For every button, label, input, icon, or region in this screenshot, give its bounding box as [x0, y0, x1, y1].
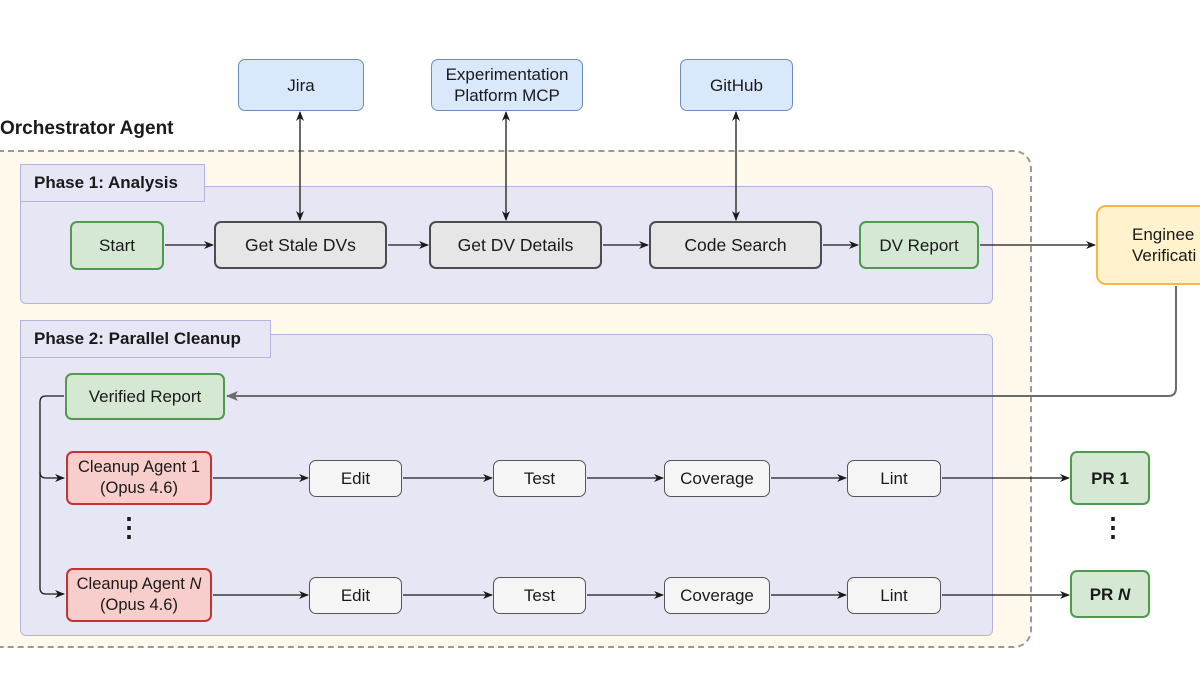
- dv-report-node: DV Report: [859, 221, 979, 269]
- experimentation-label-line2: Platform MCP: [454, 86, 560, 105]
- test-step-row1: Test: [493, 460, 586, 497]
- pr-1-prefix: PR: [1091, 468, 1120, 488]
- verified-fanout-line: [39, 395, 65, 598]
- get-dv-details-node: Get DV Details: [429, 221, 602, 269]
- orchestrator-title: Orchestrator Agent: [0, 118, 174, 139]
- pr-n-node: PR N: [1070, 570, 1150, 618]
- lint-step-row1: Lint: [847, 460, 941, 497]
- cleanup-agent-n-node: Cleanup Agent N (Opus 4.6): [66, 568, 212, 622]
- code-search-node: Code Search: [649, 221, 822, 269]
- pr-n-var: N: [1118, 584, 1131, 604]
- get-stale-dvs-node: Get Stale DVs: [214, 221, 387, 269]
- cleanup-agent-n-model: (Opus 4.6): [100, 596, 178, 614]
- edit-step-row1: Edit: [309, 460, 402, 497]
- experimentation-platform-node: Experimentation Platform MCP: [431, 59, 583, 111]
- pr-1-number: 1: [1119, 468, 1129, 488]
- lint-step-rown: Lint: [847, 577, 941, 614]
- cleanup-agent-1-label: Cleanup Agent 1: [77, 458, 201, 476]
- pr-1-node: PR 1: [1070, 451, 1150, 505]
- cleanup-agent-1-model: (Opus 4.6): [100, 479, 178, 497]
- jira-node: Jira: [238, 59, 364, 111]
- verified-report-node: Verified Report: [65, 373, 225, 420]
- edit-step-rown: Edit: [309, 577, 402, 614]
- engineer-label-line1: Enginee: [1132, 225, 1195, 244]
- engineer-to-verified-arrow: [226, 286, 1177, 401]
- phase2-title: Phase 2: Parallel Cleanup: [20, 320, 271, 358]
- cleanup-agent-1-node: Cleanup Agent 1 (Opus 4.6): [66, 451, 212, 505]
- start-node: Start: [70, 221, 164, 270]
- coverage-step-row1: Coverage: [664, 460, 770, 497]
- coverage-step-rown: Coverage: [664, 577, 770, 614]
- github-node: GitHub: [680, 59, 793, 111]
- cleanup-agent-n-var: N: [189, 575, 202, 593]
- experimentation-label-line1: Experimentation: [445, 65, 569, 84]
- test-step-rown: Test: [493, 577, 586, 614]
- verified-to-agent1-arrow: [39, 471, 65, 482]
- pr-n-prefix: PR: [1089, 584, 1119, 604]
- cleanup-agent-n-prefix: Cleanup Agent: [76, 575, 190, 593]
- phase1-title: Phase 1: Analysis: [20, 164, 205, 202]
- engineer-label-line2: Verificati: [1132, 246, 1197, 265]
- cleanup-agent-n-label: Cleanup Agent N: [77, 574, 202, 595]
- engineer-verification-node: Enginee Verificati: [1096, 205, 1200, 285]
